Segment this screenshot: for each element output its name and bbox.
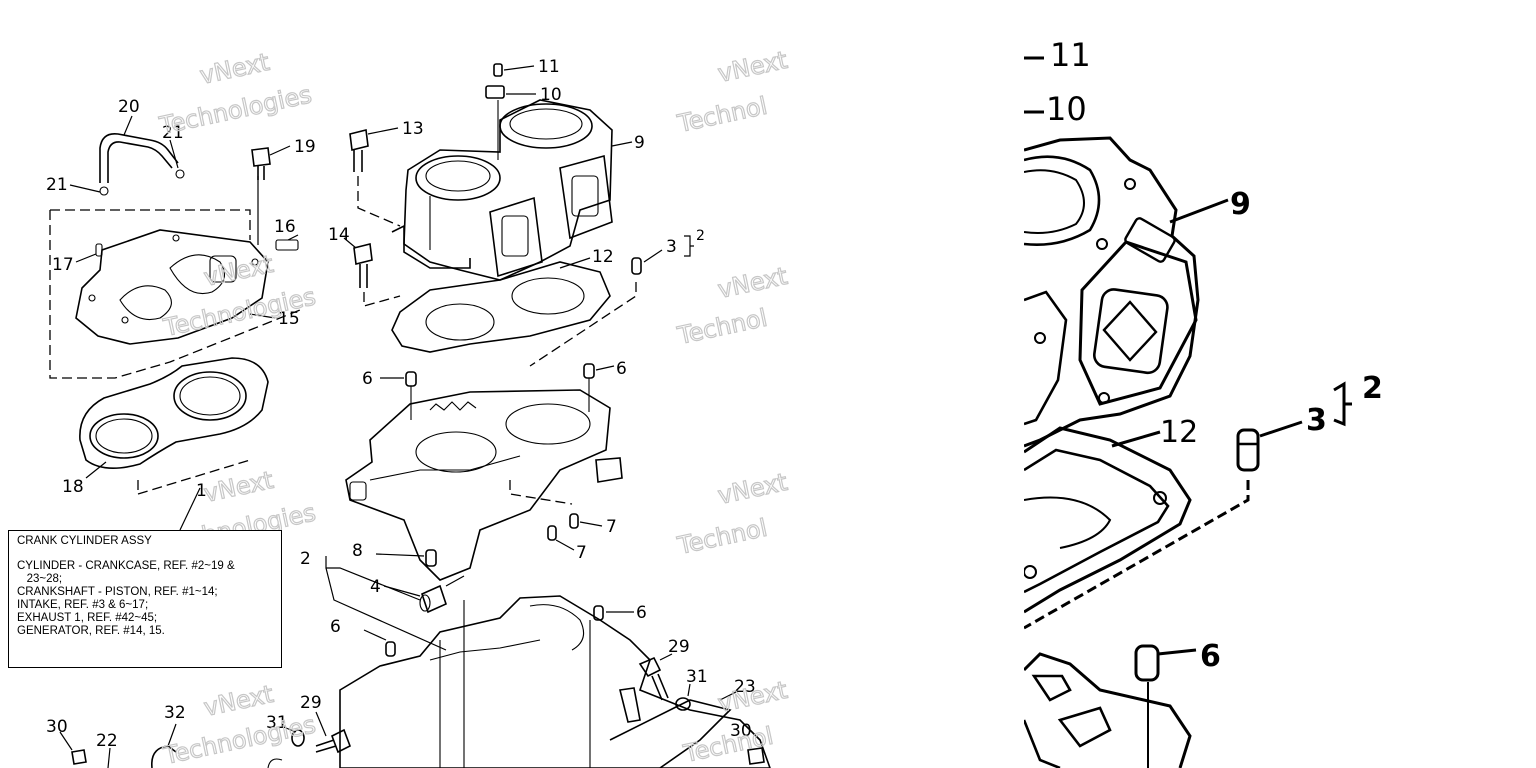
- watermark-line2: Technologies: [156, 80, 314, 140]
- callout-3: 3: [666, 237, 677, 257]
- watermark-line2: Technol: [674, 304, 769, 350]
- callout-11: 11: [538, 57, 560, 77]
- callout-13: 13: [402, 119, 424, 139]
- bolt-19-part: [251, 145, 291, 180]
- callout-2-upper: 2: [696, 228, 705, 244]
- callout-20: 20: [118, 97, 140, 117]
- note-line: CRANKSHAFT - PISTON, REF. #1~14;: [17, 586, 218, 598]
- lower-crankcase-part: [339, 595, 771, 768]
- watermark-line2: Technologies: [160, 282, 318, 342]
- callout-7-lower: 7: [576, 543, 587, 563]
- callout-10: 10: [540, 85, 562, 105]
- note-line: GENERATOR, REF. #14, 15.: [17, 625, 165, 637]
- bolt-13-part: [349, 127, 401, 227]
- callout-6-right-top: 6: [616, 359, 627, 379]
- watermark-line2: Technol: [680, 722, 775, 768]
- note-line: 23~28;: [17, 573, 63, 585]
- callout-9: 9: [634, 133, 645, 153]
- callout-6-left-lower: 6: [330, 617, 341, 637]
- assembly-note: CRANK CYLINDER ASSY CYLINDER - CRANKCASE…: [8, 530, 282, 668]
- callout-21-lower: 21: [46, 175, 68, 195]
- note-line: INTAKE, REF. #3 & 6~17;: [17, 599, 149, 611]
- head-gasket-part: [79, 357, 269, 495]
- watermark-line2: Technol: [674, 514, 769, 560]
- note-line: CYLINDER - CRANKCASE, REF. #2~19 &: [17, 560, 235, 572]
- watermark-line1: vNext: [715, 676, 789, 718]
- callout-29-right: 29: [668, 637, 690, 657]
- upper-crankcase-part: [345, 389, 623, 581]
- callout-29-left: 29: [300, 693, 322, 713]
- zoom-callout-12: 12: [1160, 415, 1198, 450]
- callout-30-right: 30: [730, 721, 752, 741]
- breather-hose-part: [69, 115, 185, 196]
- note-line: EXHAUST 1, REF. #42~45;: [17, 612, 158, 624]
- zoom-callout-2: 2: [1362, 371, 1383, 406]
- zoom-callout-10: 10: [1046, 90, 1087, 128]
- callout-32: 32: [164, 703, 186, 723]
- callout-15: 15: [278, 309, 300, 329]
- zoom-view: 11 10 9 12 3 2 6: [1024, 36, 1383, 768]
- callout-1: 1: [196, 481, 207, 501]
- bolt-14-part: [343, 237, 401, 307]
- callout-22: 22: [96, 731, 118, 751]
- rotary-cover-part: [75, 176, 299, 345]
- callout-7-upper: 7: [606, 517, 617, 537]
- zoom-callout-11: 11: [1050, 36, 1091, 74]
- dowel-3-part: [529, 235, 694, 367]
- watermark-line1: vNext: [715, 468, 789, 510]
- watermark-line1: vNext: [197, 48, 271, 90]
- callout-16: 16: [274, 217, 296, 237]
- callout-23: 23: [734, 677, 756, 697]
- watermark-line2: Technol: [674, 92, 769, 138]
- callout-6-right-lower: 6: [636, 603, 647, 623]
- mount-hardware-right-part: [609, 653, 765, 768]
- callout-2-lower: 2: [300, 549, 311, 569]
- callout-6-left-top: 6: [362, 369, 373, 389]
- callout-21-upper: 21: [162, 123, 184, 143]
- cylinder-block-part: [391, 99, 633, 281]
- note-title: CRANK CYLINDER ASSY: [17, 535, 152, 547]
- plug-part: [485, 63, 536, 160]
- mount-hardware-left-part: [59, 711, 352, 768]
- callout-12: 12: [592, 247, 614, 267]
- watermark-line1: vNext: [715, 46, 789, 88]
- dowel-7-part: [547, 513, 603, 551]
- base-gasket-part: [391, 257, 611, 353]
- zoom-callout-6: 6: [1200, 639, 1221, 674]
- callout-31-right: 31: [686, 667, 708, 687]
- bearing-4-part: [325, 556, 465, 651]
- watermark-line1: vNext: [201, 680, 275, 722]
- zoom-callout-9: 9: [1230, 187, 1251, 222]
- watermark-line1: vNext: [201, 466, 275, 508]
- callout-8: 8: [352, 541, 363, 561]
- callout-18: 18: [62, 477, 84, 497]
- plug-8-part: [375, 549, 437, 567]
- callout-17: 17: [52, 255, 74, 275]
- callout-19: 19: [294, 137, 316, 157]
- callout-14: 14: [328, 225, 350, 245]
- callout-30-left: 30: [46, 717, 68, 737]
- callout-4: 4: [370, 577, 381, 597]
- zoom-callout-3: 3: [1306, 403, 1327, 438]
- callout-31-left: 31: [266, 713, 288, 733]
- watermark-line1: vNext: [715, 262, 789, 304]
